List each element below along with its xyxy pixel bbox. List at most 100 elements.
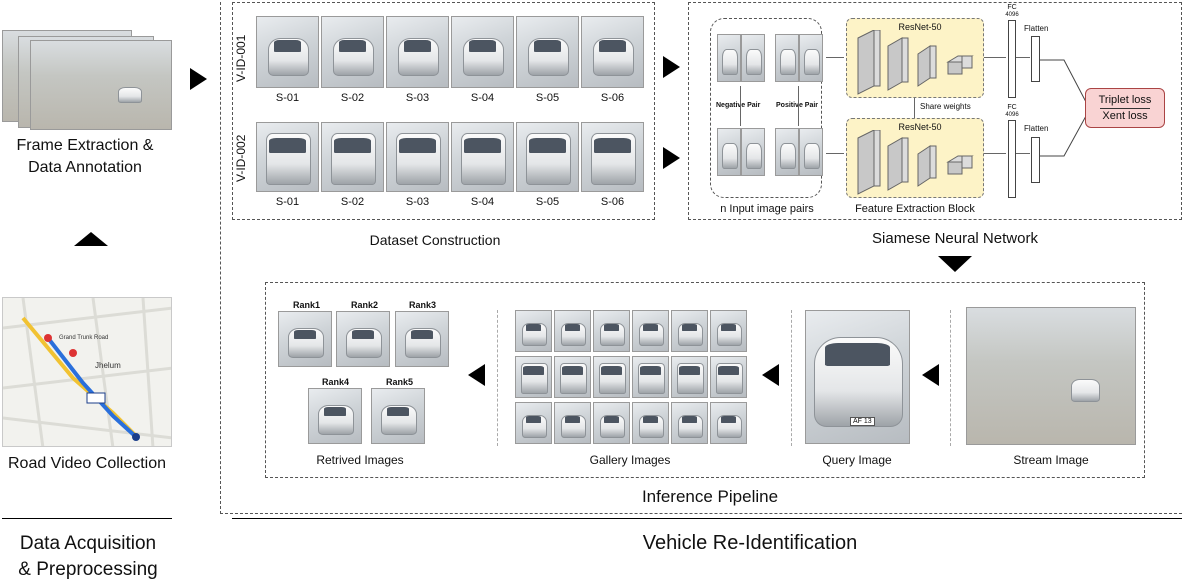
row1-sample-label-4: S-04	[470, 92, 495, 104]
resnet-bottom-to-fc-arrow	[984, 153, 1006, 154]
retrieved-gallery-divider	[497, 310, 499, 446]
gallery-image	[593, 402, 630, 444]
rank1-label: Rank1	[293, 300, 321, 310]
row2-sample-image-6	[581, 122, 644, 192]
row2-sample-image-4	[451, 122, 514, 192]
flatten-to-loss-arrows	[1040, 59, 1087, 157]
pair-image-2	[741, 34, 765, 82]
gallery-image	[593, 356, 630, 398]
share-weights-label: Share weights	[920, 102, 971, 111]
frame-extraction-label-2: Data Annotation	[28, 159, 142, 176]
down-arrow-icon	[938, 256, 972, 272]
triplet-loss-label: Triplet loss	[1098, 94, 1152, 106]
gallery-image	[515, 356, 552, 398]
query-image-label: Query Image	[822, 453, 892, 467]
row2-sample-label-6: S-06	[600, 196, 625, 208]
siamese-network-title: Siamese Neural Network	[872, 230, 1038, 247]
gallery-image	[554, 356, 591, 398]
input-pairs-label: n Input image pairs	[720, 203, 814, 215]
input-to-resnet-bottom-arrow	[826, 153, 844, 154]
rank4-image	[308, 388, 362, 444]
row2-sample-image-1	[256, 122, 319, 192]
positive-pair-link	[798, 86, 799, 126]
fc-top-to-flatten	[1016, 57, 1030, 58]
row2-sample-label-1: S-01	[275, 196, 300, 208]
up-arrow-icon	[74, 232, 108, 246]
row2-sample-label-5: S-05	[535, 196, 560, 208]
right-arrow-icon	[190, 68, 207, 90]
fc-bottom-layer	[1008, 120, 1016, 198]
feature-extraction-block-label: Feature Extraction Block	[855, 203, 975, 215]
rank3-label: Rank3	[409, 300, 437, 310]
fc-bottom-to-flatten	[1016, 153, 1030, 154]
road-video-collection-label: Road Video Collection	[7, 455, 167, 472]
gallery-image	[632, 356, 669, 398]
inference-pipeline-box	[265, 282, 1145, 478]
row1-vehicle-id: V-ID-001	[234, 34, 248, 82]
stream-image	[966, 307, 1136, 445]
rank1-image	[278, 311, 332, 367]
fc-bottom-label: FC	[1007, 104, 1017, 111]
gallery-image	[671, 310, 708, 352]
data-acquisition-title-2: & Preprocessing	[18, 559, 158, 580]
frame-extraction-label-1: Frame Extraction &	[16, 137, 154, 154]
input-to-resnet-top-arrow	[826, 57, 844, 58]
gallery-image	[710, 310, 747, 352]
negative-pair-label: Negative Pair	[716, 102, 761, 109]
negative-pair-link	[740, 86, 741, 126]
row2-sample-image-2	[321, 122, 384, 192]
vehicle-reid-divider	[232, 518, 1182, 519]
query-plate: AF 13	[850, 417, 875, 426]
gallery-images-label: Gallery Images	[589, 453, 671, 467]
row1-sample-label-5: S-05	[535, 92, 560, 104]
retrieved-images-label: Retrived Images	[316, 453, 404, 467]
gallery-image	[632, 402, 669, 444]
left-section-divider	[2, 518, 172, 519]
pair-image-6	[741, 128, 765, 176]
gallery-image	[671, 356, 708, 398]
row2-sample-image-5	[516, 122, 579, 192]
road-map-image: Jhelum Grand Trunk Road	[2, 297, 172, 447]
gallery-image	[515, 310, 552, 352]
input-pairs-box	[710, 18, 822, 198]
row1-sample-image-1	[256, 16, 319, 88]
resnet-top-to-fc-arrow	[984, 57, 1006, 58]
siamese-network-box	[688, 2, 1182, 220]
rank5-image	[371, 388, 425, 444]
gallery-image	[554, 310, 591, 352]
gallery-image	[632, 310, 669, 352]
dataset-construction-title: Dataset Construction	[369, 232, 501, 248]
row2-sample-label-3: S-03	[405, 196, 430, 208]
row2-sample-label-4: S-04	[470, 196, 495, 208]
right-arrow-icon	[663, 147, 680, 169]
flatten-top-label: Flatten	[1024, 24, 1049, 33]
fc-top-layer	[1008, 20, 1016, 98]
resnet-bottom-layers-icon	[857, 130, 974, 195]
row1-sample-image-5	[516, 16, 579, 88]
flatten-top-layer	[1031, 36, 1040, 82]
row1-sample-label-6: S-06	[600, 92, 625, 104]
left-arrow-icon	[762, 364, 779, 386]
left-arrow-icon	[468, 364, 485, 386]
gallery-image	[515, 402, 552, 444]
query-stream-divider	[950, 310, 952, 446]
gallery-image	[710, 402, 747, 444]
rank5-label: Rank5	[386, 377, 414, 387]
map-place-jhelum: Jhelum	[95, 361, 121, 370]
row1-sample-label-2: S-02	[340, 92, 365, 104]
fc-top-units: 4096	[1005, 12, 1019, 18]
positive-pair-label: Positive Pair	[776, 102, 819, 109]
pair-image-1	[717, 34, 741, 82]
row1-sample-image-4	[451, 16, 514, 88]
data-acquisition-title-1: Data Acquisition	[19, 533, 157, 554]
query-image: AF 13	[805, 310, 910, 444]
pair-image-8	[799, 128, 823, 176]
loss-divider	[1100, 108, 1150, 109]
gallery-image	[710, 356, 747, 398]
extracted-frame-image	[30, 40, 172, 130]
rank2-label: Rank2	[351, 300, 379, 310]
row2-sample-image-3	[386, 122, 449, 192]
xent-loss-label: Xent loss	[1102, 110, 1148, 122]
pair-image-4	[799, 34, 823, 82]
pair-image-5	[717, 128, 741, 176]
